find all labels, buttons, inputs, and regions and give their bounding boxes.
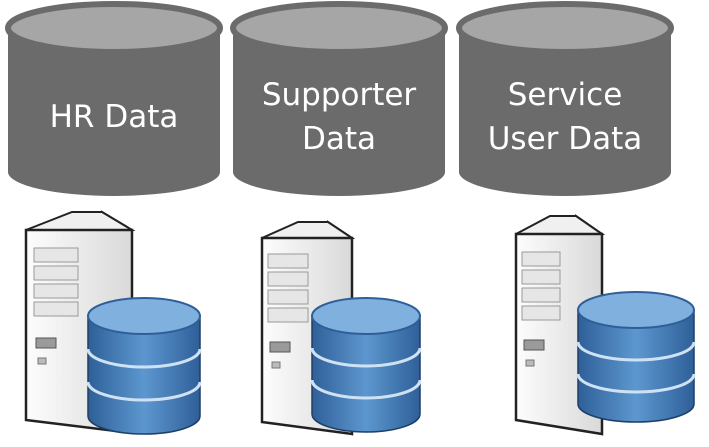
- cylinder-icon: [5, 1, 223, 196]
- cylinder-icon: [456, 1, 674, 196]
- data-store-supporter: Supporter Data: [229, 0, 449, 200]
- data-store-service-user: Service User Data: [455, 0, 675, 200]
- label-line: Service: [507, 77, 623, 113]
- label-line: Data: [301, 121, 377, 157]
- label-line: HR Data: [49, 99, 179, 135]
- cylinder-icon: [230, 1, 448, 196]
- data-store-label: Supporter Data: [229, 62, 449, 172]
- server-database-icon: [506, 208, 706, 447]
- data-store-label: Service User Data: [455, 62, 675, 172]
- label-line: Supporter: [261, 77, 417, 113]
- data-store-label: HR Data: [4, 62, 224, 172]
- server-database-icon: [14, 208, 214, 447]
- server-database-icon: [250, 208, 450, 447]
- label-line: User Data: [487, 121, 643, 157]
- data-store-hr: HR Data: [4, 0, 224, 200]
